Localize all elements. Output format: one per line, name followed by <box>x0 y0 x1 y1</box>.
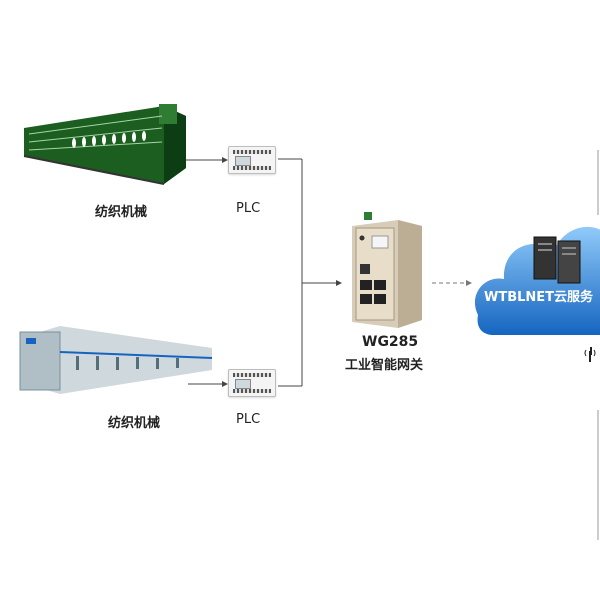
plc-label: PLC <box>236 412 261 427</box>
textile-machine-top-image <box>23 104 186 185</box>
antenna-icon <box>584 349 596 362</box>
gateway-name: 工业智能网关 <box>345 358 424 373</box>
textile-machine-bottom-image <box>19 326 213 394</box>
machine-label: 纺织机械 <box>108 416 161 431</box>
plc-device-icon <box>228 146 276 174</box>
plc-label: PLC <box>236 201 261 216</box>
gateway-device-icon <box>352 212 422 328</box>
machine-label: 纺织机械 <box>95 205 148 220</box>
plc-device-icon <box>228 369 276 397</box>
cloud-icon <box>474 227 600 355</box>
gateway-model: WG285 <box>362 334 419 350</box>
cloud-label: WTBLNET云服务 <box>484 290 594 305</box>
